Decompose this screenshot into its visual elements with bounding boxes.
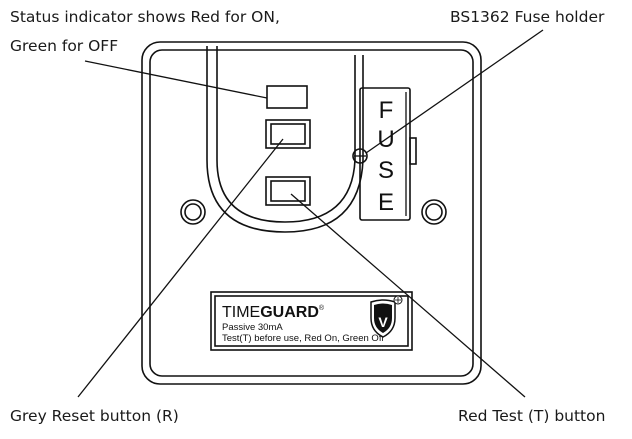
fuse-carrier-screw-icon <box>352 148 368 164</box>
test-button[interactable] <box>265 176 311 206</box>
status-leader-line <box>84 60 268 99</box>
status-callout-line2: Green for OFF <box>10 37 118 55</box>
fuse-holder: F U S E <box>359 87 417 221</box>
label-plate: TIMEGUARD® Passive 30mA Test(T) before u… <box>210 291 413 351</box>
instruction-text: Test(T) before use, Red On, Green Off <box>222 333 384 344</box>
fuse-holder-callout: BS1362 Fuse holder <box>450 8 605 26</box>
raised-u-panel <box>206 46 364 233</box>
test-button-callout: Red Test (T) button <box>458 407 605 425</box>
status-indicator <box>266 85 308 109</box>
reset-leader-line <box>77 138 284 398</box>
faceplate <box>141 41 482 385</box>
status-callout-line1: Status indicator shows Red for ON, <box>10 8 280 26</box>
rating-text: Passive 30mA <box>222 322 283 333</box>
fuse-letter-f: F <box>379 97 394 124</box>
fuse-letter-s: S <box>378 157 394 184</box>
left-screw-hole <box>180 199 206 225</box>
shield-logo-letter: V <box>378 314 388 330</box>
reset-button-callout: Grey Reset button (R) <box>10 407 179 425</box>
fuse-letter-e: E <box>378 189 394 216</box>
fuse-leader-line <box>365 29 544 154</box>
reset-button[interactable] <box>265 119 311 149</box>
shield-logo-icon: V <box>370 295 403 338</box>
brand-logo-text: TIMEGUARD® <box>222 304 325 321</box>
test-leader-line <box>290 193 526 398</box>
right-screw-hole <box>421 199 447 225</box>
